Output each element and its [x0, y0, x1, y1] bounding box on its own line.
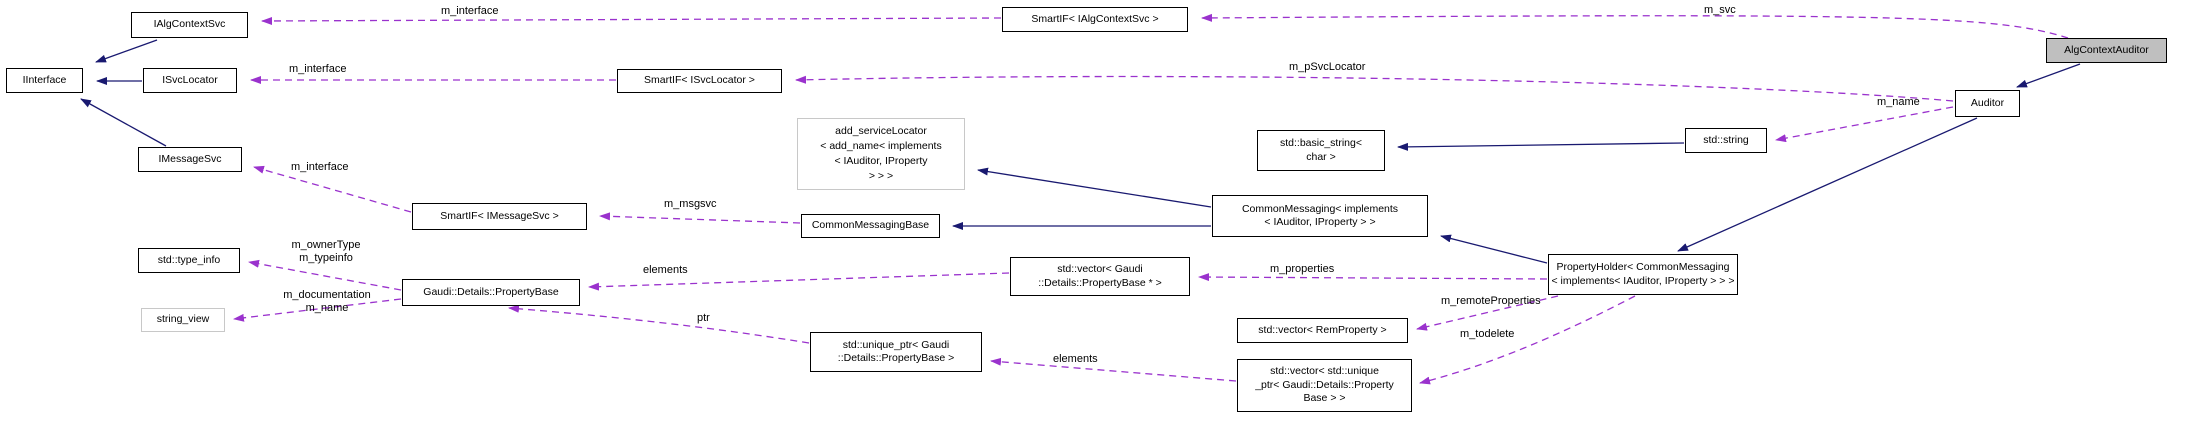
- node-ialgcontextsvc[interactable]: IAlgContextSvc: [131, 12, 248, 38]
- edge-label-m-svc: m_svc: [1704, 4, 1736, 16]
- edge-inherit-imessagesvc-iinterface: [80, 98, 167, 147]
- node-smartif-isvclocator[interactable]: SmartIF< ISvcLocator >: [617, 69, 782, 93]
- edge-use-smartif-ialgcontextsvc: [261, 16, 1002, 25]
- node-commonmessaging[interactable]: CommonMessaging< implements < IAuditor, …: [1212, 195, 1428, 237]
- edge-label-elements-unique: elements: [1053, 353, 1098, 365]
- edge-label-m-ownertype-typeinfo: m_ownerType m_typeinfo: [291, 239, 361, 264]
- node-vector-propertybase[interactable]: std::vector< Gaudi ::Details::PropertyBa…: [1010, 257, 1190, 296]
- edge-inherit-string-basicstring: [1397, 142, 1685, 151]
- edge-use-typeinfo: [248, 259, 402, 291]
- node-basic-string[interactable]: std::basic_string< char >: [1257, 130, 1385, 171]
- edge-label-m-documentation-name: m_documentation m_name: [283, 289, 371, 314]
- edge-label-m-name-auditor: m_name: [1877, 96, 1920, 108]
- node-imessagesvc[interactable]: IMessageSvc: [138, 147, 242, 172]
- edge-use-elements-propertybase: [588, 272, 1010, 291]
- edge-label-m-psvclocator: m_pSvcLocator: [1289, 61, 1366, 73]
- node-propertybase[interactable]: Gaudi::Details::PropertyBase: [402, 279, 580, 306]
- edge-label-m-todelete: m_todelete: [1460, 328, 1515, 340]
- edge-label-m-interface-svclocator: m_interface: [289, 63, 347, 75]
- edge-use-mmsgsvc: [599, 212, 801, 224]
- node-algcontextauditor: AlgContextAuditor: [2046, 38, 2167, 63]
- node-smartif-imessagesvc[interactable]: SmartIF< IMessageSvc >: [412, 203, 587, 230]
- edge-use-msvc: [1201, 13, 2069, 39]
- node-iinterface[interactable]: IInterface: [6, 68, 83, 93]
- edge-label-ptr: ptr: [697, 312, 710, 324]
- edge-use-mtodelete: [1419, 295, 1636, 385]
- node-auditor[interactable]: Auditor: [1955, 90, 2020, 117]
- node-propertyholder[interactable]: PropertyHolder< CommonMessaging < implem…: [1548, 254, 1738, 295]
- node-std-string[interactable]: std::string: [1685, 128, 1767, 153]
- edge-use-ptr: [508, 304, 810, 344]
- edge-use-mremoteproperties: [1416, 295, 1559, 331]
- edge-inherit-ialgcontextsvc-iinterface: [95, 39, 158, 63]
- node-add-servicelocator: add_serviceLocator < add_name< implement…: [797, 118, 965, 190]
- edge-label-m-msgsvc: m_msgsvc: [664, 198, 717, 210]
- edge-label-elements-properties: elements: [643, 264, 688, 276]
- node-string-view: string_view: [141, 308, 225, 332]
- node-smartif-ialgcontextsvc[interactable]: SmartIF< IAlgContextSvc >: [1002, 7, 1188, 32]
- edge-inherit-commonmessaging-addservicelocator: [977, 167, 1212, 208]
- node-commonmessagingbase[interactable]: CommonMessagingBase: [801, 214, 940, 238]
- edge-inherit-algcontextauditor-auditor: [2016, 63, 2081, 88]
- edge-use-mproperties: [1198, 273, 1548, 282]
- edge-label-m-remoteproperties: m_remoteProperties: [1441, 295, 1541, 307]
- edge-use-stringview: [233, 298, 402, 322]
- edge-use-mpsvclocator: [795, 75, 1954, 102]
- edge-use-elements-uniqueptr: [990, 357, 1237, 382]
- edge-use-smartif-imessagesvc: [253, 165, 412, 213]
- edge-inherit-auditor-propertyholder: [1677, 117, 1978, 252]
- edge-use-mname-string: [1775, 106, 1954, 143]
- node-unique-ptr-propertybase[interactable]: std::unique_ptr< Gaudi ::Details::Proper…: [810, 332, 982, 372]
- node-type-info[interactable]: std::type_info: [138, 248, 240, 273]
- edge-label-m-properties: m_properties: [1270, 263, 1335, 275]
- node-vector-unique-ptr[interactable]: std::vector< std::unique _ptr< Gaudi::De…: [1237, 359, 1412, 412]
- node-isvclocator[interactable]: ISvcLocator: [143, 68, 237, 93]
- node-vector-remproperty[interactable]: std::vector< RemProperty >: [1237, 318, 1408, 343]
- edge-inherit-propertyholder-commonmessaging: [1440, 234, 1548, 264]
- edge-label-m-interface-messagesvc: m_interface: [291, 161, 349, 173]
- edge-label-m-interface-algcontext: m_interface: [441, 5, 499, 17]
